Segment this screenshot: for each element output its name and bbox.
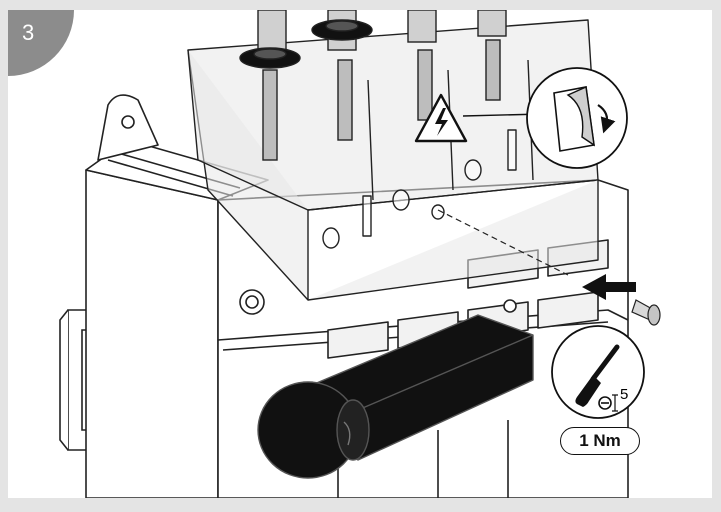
insert-arrow-icon xyxy=(582,274,636,300)
peel-off-label-icon xyxy=(526,67,628,169)
instruction-panel: 5 1 Nm 3 xyxy=(8,10,712,498)
cables xyxy=(239,10,507,161)
high-voltage-warning-icon xyxy=(414,93,468,143)
cover-screw xyxy=(631,299,661,326)
screwdriver-icon xyxy=(551,325,645,419)
insertion-guide-line xyxy=(437,209,569,276)
rotary-handle xyxy=(257,314,534,479)
torque-label: 1 Nm xyxy=(579,431,621,450)
torque-callout: 1 Nm xyxy=(560,427,640,455)
switch-illustration xyxy=(59,10,661,498)
screw-size-label: 5 xyxy=(620,386,629,403)
step-number: 3 xyxy=(22,20,35,45)
